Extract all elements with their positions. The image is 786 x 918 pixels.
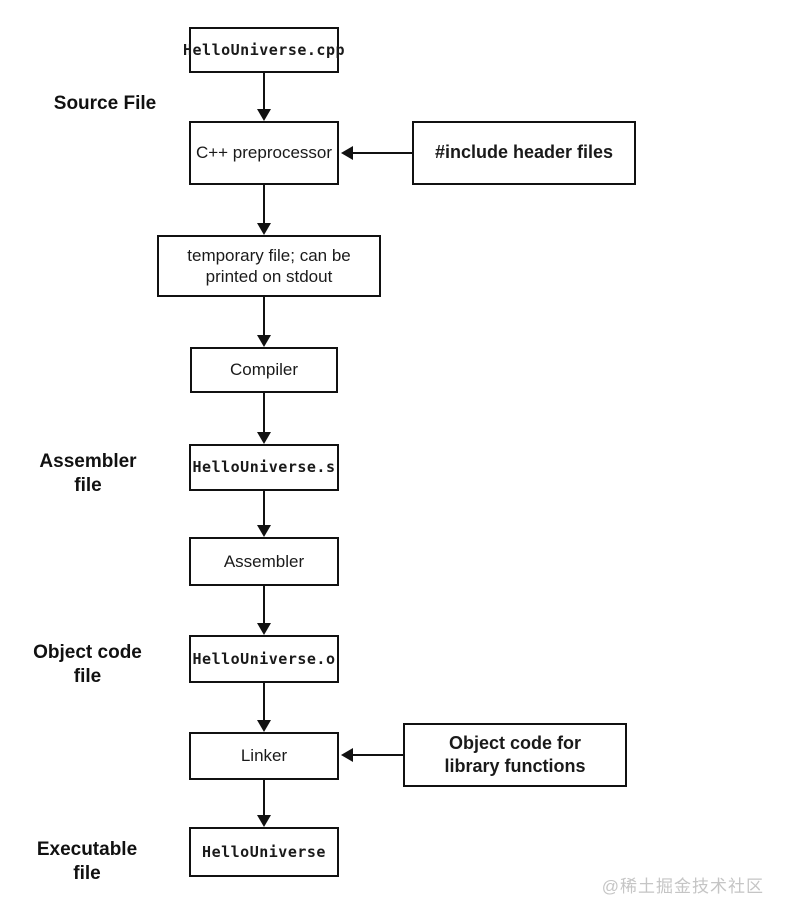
- node-assembler: Assembler: [189, 537, 339, 586]
- arrowhead-down-icon: [257, 720, 271, 732]
- arrowhead-left-icon: [341, 748, 353, 762]
- arrow-down-assembly-to-assembler: [257, 491, 271, 537]
- arrow-down-cpp-to-preprocessor: [257, 73, 271, 121]
- arrow-down-linker-to-executable: [257, 780, 271, 827]
- arrow-down-object-to-linker: [257, 683, 271, 732]
- arrowhead-down-icon: [257, 623, 271, 635]
- arrowhead-down-icon: [257, 525, 271, 537]
- node-library-object-code: Object code for library functions: [403, 723, 627, 787]
- arrowhead-down-icon: [257, 335, 271, 347]
- arrowhead-down-icon: [257, 432, 271, 444]
- arrow-left-libraries-to-linker: [341, 748, 403, 762]
- node-compiler: Compiler: [190, 347, 338, 393]
- node-assembly-file: HelloUniverse.s: [189, 444, 339, 491]
- label-assembler-file: Assembler file: [39, 451, 137, 496]
- arrow-left-headers-to-preprocessor: [341, 146, 412, 160]
- watermark-text: @稀土掘金技术社区: [601, 877, 764, 896]
- arrowhead-down-icon: [257, 223, 271, 235]
- arrowhead-left-icon: [341, 146, 353, 160]
- arrow-down-temp-to-compiler: [257, 297, 271, 347]
- label-source-file: Source File: [53, 93, 157, 114]
- arrow-down-preprocessor-to-temp: [257, 185, 271, 235]
- node-object-file: HelloUniverse.o: [189, 635, 339, 683]
- node-include-headers: #include header files: [412, 121, 636, 185]
- node-executable: HelloUniverse: [189, 827, 339, 877]
- arrowhead-down-icon: [257, 109, 271, 121]
- node-temporary-file: temporary file; can be printed on stdout: [157, 235, 381, 297]
- arrow-down-compiler-to-assembly: [257, 393, 271, 444]
- node-source-cpp: HelloUniverse.cpp: [183, 27, 345, 73]
- arrow-down-assembler-to-object: [257, 586, 271, 635]
- label-executable-file: Executable file: [36, 839, 138, 884]
- node-linker: Linker: [189, 732, 339, 780]
- label-object-code-file: Object code file: [33, 642, 142, 687]
- node-preprocessor: C++ preprocessor: [189, 121, 339, 185]
- arrowhead-down-icon: [257, 815, 271, 827]
